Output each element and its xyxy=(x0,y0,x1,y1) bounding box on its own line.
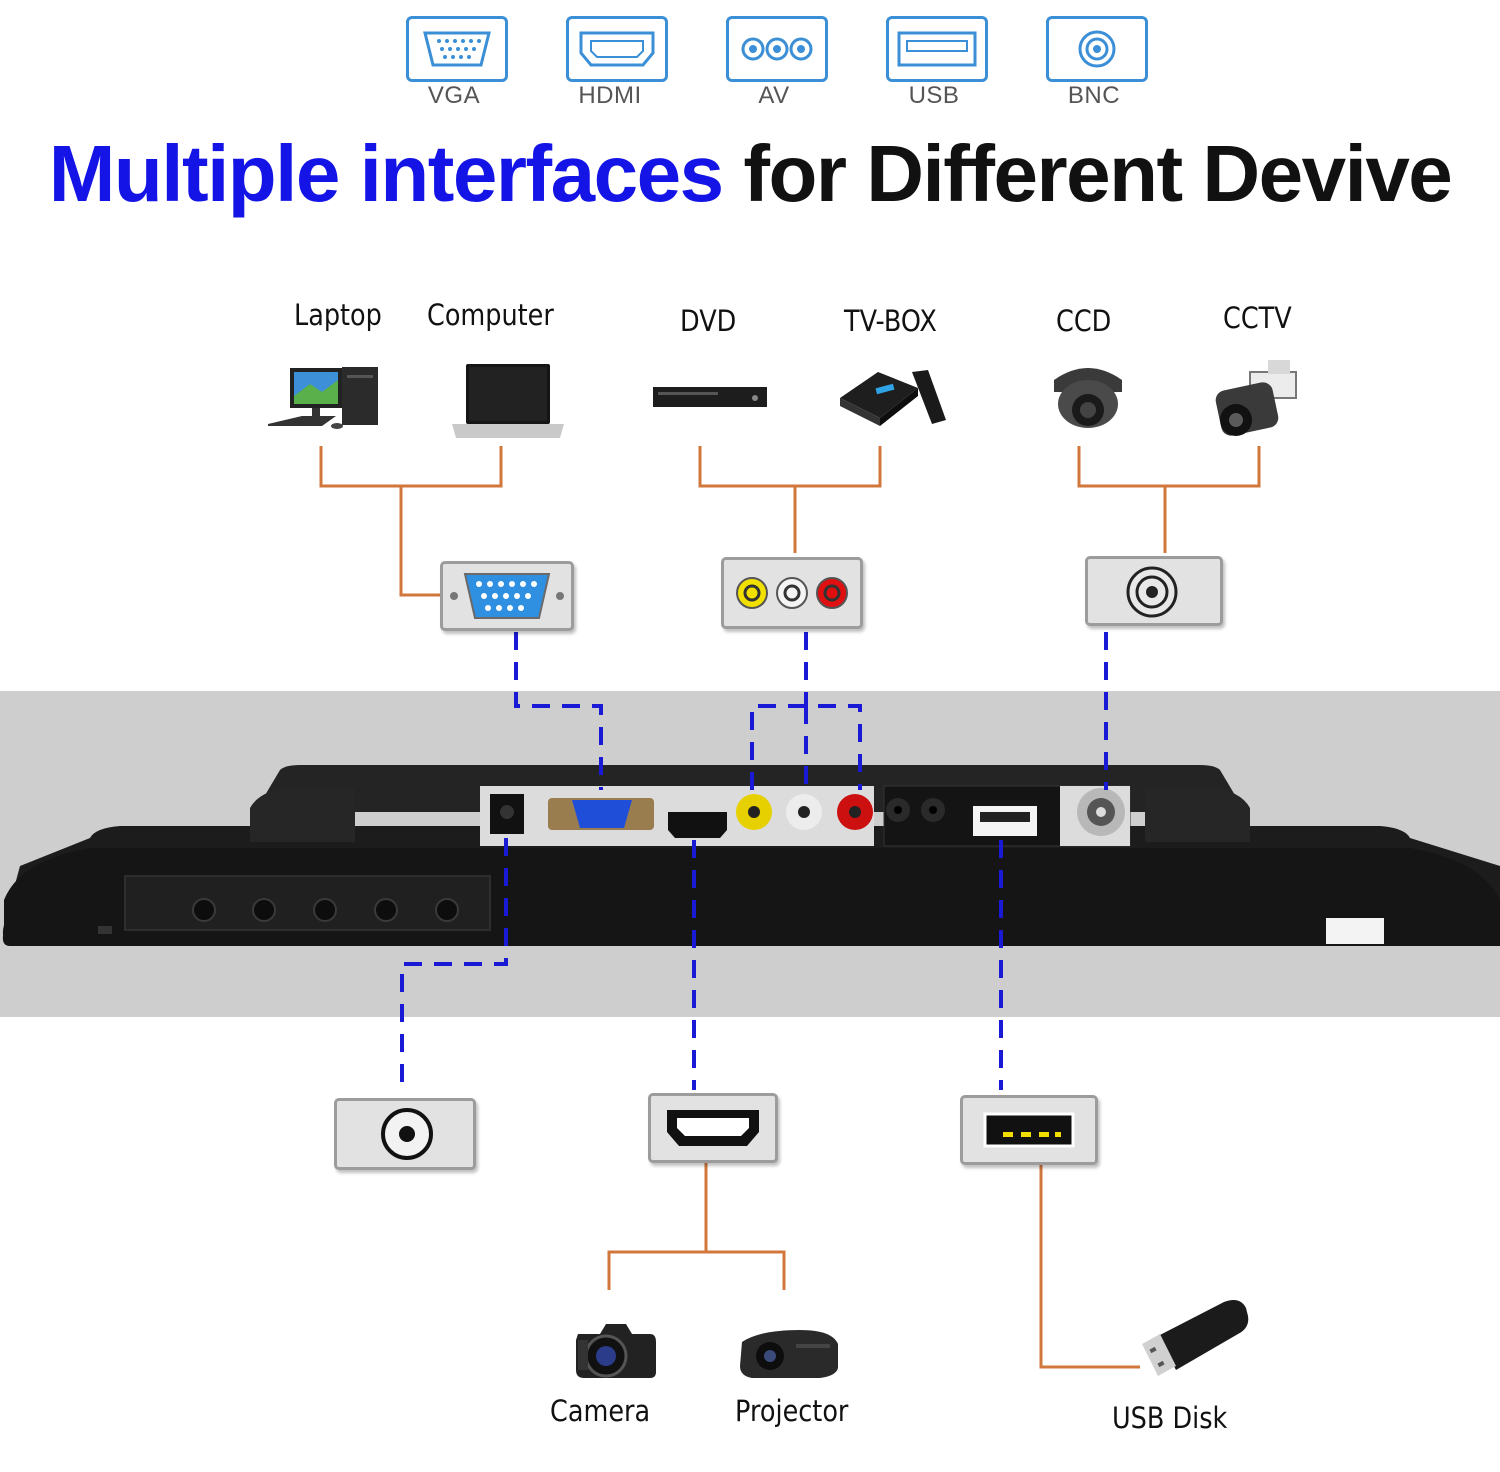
bnc-port-icon xyxy=(1046,16,1148,82)
dvd-label: DVD xyxy=(680,304,737,338)
usb-connector-icon xyxy=(983,1112,1075,1148)
av-port-icon xyxy=(726,16,828,82)
laptop-label: Laptop xyxy=(294,298,382,332)
usb-disk-icon xyxy=(1142,1300,1249,1376)
bnc-connector-icon xyxy=(1126,566,1178,618)
computer-label: Computer xyxy=(427,298,554,332)
vga-label: VGA xyxy=(427,82,481,109)
camera-label: Camera xyxy=(550,1394,651,1428)
bnc-port-box xyxy=(1085,556,1223,626)
tv-box-label: TV-BOX xyxy=(844,304,937,338)
av-connectors-icon xyxy=(736,577,848,609)
vga-connector-icon xyxy=(450,573,564,619)
hdmi-port-box xyxy=(648,1093,778,1163)
ccd-label: CCD xyxy=(1056,304,1112,338)
usb-port-box xyxy=(960,1095,1098,1165)
tv-box-icon xyxy=(840,370,946,426)
dome-camera-icon xyxy=(1054,368,1122,428)
dc-power-port-box xyxy=(334,1098,476,1170)
title-part-2: for Different Devive xyxy=(743,129,1452,218)
hdmi-port-icon xyxy=(566,16,668,82)
desktop-computer-icon xyxy=(268,367,378,429)
dashed-connection-lines xyxy=(400,632,1108,1090)
vga-port-box xyxy=(440,561,574,631)
monitor-back-panel xyxy=(2,765,1500,946)
camera-icon xyxy=(576,1324,656,1378)
usb-port-icon xyxy=(886,16,988,82)
projector-icon xyxy=(740,1330,838,1378)
dvd-player-icon xyxy=(653,387,767,407)
usb-label: USB xyxy=(908,82,960,109)
hdmi-connector-icon xyxy=(667,1110,759,1146)
title-part-1: Multiple interfaces xyxy=(48,129,724,218)
page-title: Multiple interfaces for Different Devive xyxy=(0,128,1500,220)
dc-power-jack-icon xyxy=(381,1108,433,1160)
projector-label: Projector xyxy=(735,1394,849,1428)
top-connector-lines xyxy=(319,446,1261,597)
monitor-buttons xyxy=(192,898,459,922)
laptop-icon xyxy=(452,364,564,438)
bullet-camera-icon xyxy=(1215,360,1297,436)
usb-disk-label: USB Disk xyxy=(1112,1401,1228,1435)
vga-port-icon xyxy=(406,16,508,82)
av-label: AV xyxy=(758,82,790,109)
hdmi-label: HDMI xyxy=(578,82,642,109)
av-port-box xyxy=(721,557,863,629)
cctv-label: CCTV xyxy=(1223,301,1292,335)
bottom-connector-lines xyxy=(607,1140,1140,1369)
bnc-label: BNC xyxy=(1067,82,1121,109)
